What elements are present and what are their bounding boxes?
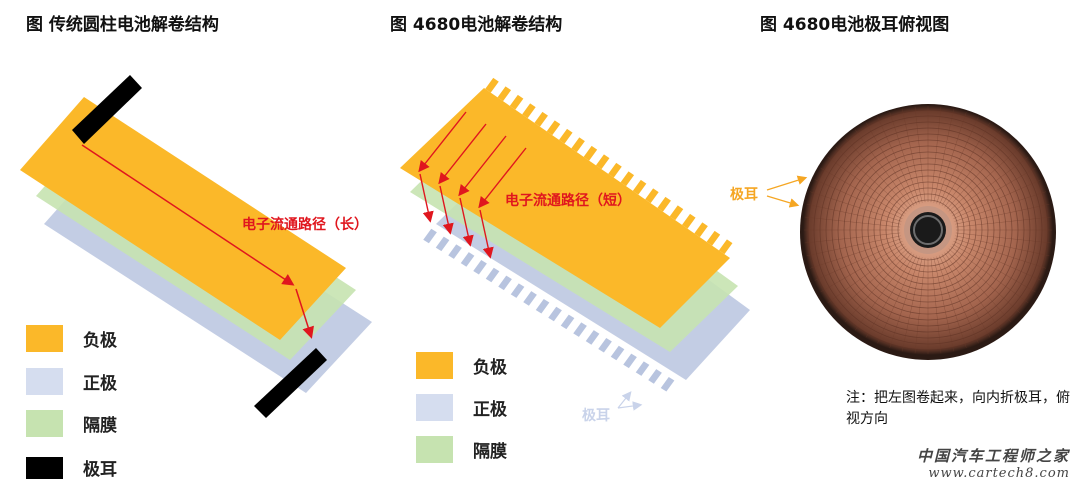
cathode-tab-tooth bbox=[423, 228, 437, 244]
tab-pointer-arrow bbox=[617, 391, 632, 409]
legend-item: 正极 bbox=[416, 394, 507, 421]
anode-tab-tooth bbox=[534, 111, 548, 127]
cathode-tab-tooth bbox=[635, 361, 650, 376]
left-figure-title: 图 传统圆柱电池解卷结构 bbox=[26, 15, 219, 35]
cathode-tab-tooth bbox=[435, 236, 450, 252]
4680-unrolled-diagram bbox=[400, 77, 808, 411]
anode-tab-tooth bbox=[485, 77, 499, 93]
anode-tab-teeth bbox=[485, 77, 733, 255]
legend-swatch bbox=[26, 368, 63, 395]
legend-label: 极耳 bbox=[83, 460, 117, 480]
cathode-tab-tooth bbox=[623, 353, 637, 369]
electron-path-arrow bbox=[81, 144, 295, 286]
anode-tab-tooth bbox=[559, 128, 573, 144]
tab-pointer-arrow bbox=[766, 175, 808, 191]
legend-swatch bbox=[416, 352, 453, 379]
cathode-tab-tooth bbox=[498, 275, 512, 291]
legend-item: 负极 bbox=[26, 325, 117, 352]
cathode-tab-tooth bbox=[510, 283, 525, 298]
electron-path-arrow bbox=[459, 197, 474, 247]
legend-swatch bbox=[26, 325, 63, 352]
legend-swatch bbox=[26, 410, 63, 437]
anode-tab-tooth bbox=[706, 230, 721, 246]
cathode-tab-tooth bbox=[460, 252, 475, 267]
anode-tab-tooth bbox=[583, 145, 598, 161]
legend-label: 隔膜 bbox=[473, 442, 507, 462]
anode-tab-tooth bbox=[571, 137, 585, 153]
tab-label-lower: 极耳 bbox=[582, 407, 610, 424]
legend-swatch bbox=[416, 394, 453, 421]
cathode-tab-tooth bbox=[598, 337, 612, 353]
cathode-tab-teeth bbox=[423, 228, 675, 392]
bottom-tab bbox=[254, 348, 327, 418]
watermark: 中国汽车工程师之家 www.cartech8.com bbox=[917, 445, 1070, 481]
cathode-tab-tooth bbox=[548, 306, 562, 322]
cathode-tab-tooth bbox=[585, 330, 600, 345]
anode-tab-tooth bbox=[694, 222, 708, 238]
cathode-tab-tooth bbox=[535, 298, 550, 314]
traditional-unrolled-diagram bbox=[20, 75, 372, 418]
anode-tab-tooth bbox=[632, 179, 647, 195]
legend-item: 正极 bbox=[26, 368, 117, 395]
cathode-tab-tooth bbox=[485, 267, 500, 283]
cathode-tab-tooth bbox=[660, 376, 675, 392]
anode-tab-tooth bbox=[509, 94, 524, 110]
4680-top-view-image bbox=[800, 104, 1056, 360]
anode-tab-tooth bbox=[645, 188, 659, 204]
electron-path-arrow bbox=[438, 123, 487, 185]
anode-sheet bbox=[400, 88, 730, 328]
anode-tab-tooth bbox=[657, 196, 671, 212]
tab-label-upper: 极耳 bbox=[730, 186, 758, 203]
electron-path-short-label: 电子流通路径（短） bbox=[505, 192, 631, 209]
right-figure-title: 图 4680电池极耳俯视图 bbox=[760, 15, 950, 35]
cathode-tab-tooth bbox=[648, 369, 662, 384]
electron-path-arrows bbox=[418, 111, 527, 259]
electron-path-arrow bbox=[478, 147, 527, 209]
tab-pointer-arrow bbox=[617, 401, 643, 411]
anode-tab-tooth bbox=[718, 239, 733, 255]
anode-tab-tooth bbox=[497, 86, 512, 102]
legend-swatch bbox=[416, 436, 453, 463]
electron-path-long-label: 电子流通路径（长） bbox=[242, 216, 368, 233]
anode-tab-tooth bbox=[522, 103, 536, 119]
cathode-tab-tooth bbox=[573, 322, 587, 337]
watermark-line1: 中国汽车工程师之家 bbox=[916, 447, 1070, 465]
legend-item: 负极 bbox=[416, 352, 507, 379]
electron-path-arrow bbox=[418, 111, 467, 173]
watermark-line2: www.cartech8.com bbox=[928, 466, 1070, 481]
electron-path-arrow bbox=[479, 209, 494, 259]
electron-path-arrow bbox=[458, 135, 507, 197]
electron-path-arrow bbox=[419, 173, 434, 223]
cathode-tab-tooth bbox=[523, 291, 537, 306]
anode-tab-tooth bbox=[595, 154, 610, 170]
cathode-tab-tooth bbox=[448, 244, 462, 259]
legend-item: 极耳 bbox=[26, 455, 117, 480]
cathode-tab-tooth bbox=[560, 314, 575, 330]
anode-tab-tooth bbox=[546, 120, 561, 136]
annotation-note: 注：把左图卷起来，向内折极耳，俯视方向 bbox=[846, 390, 1070, 427]
top-tab bbox=[72, 75, 142, 144]
electron-path-arrow bbox=[295, 288, 314, 339]
anode-tab-tooth bbox=[669, 205, 684, 221]
legend-label: 负极 bbox=[83, 331, 117, 351]
cathode-tab-tooth bbox=[610, 345, 625, 361]
anode-tab-tooth bbox=[620, 171, 635, 187]
legend-item: 隔膜 bbox=[416, 436, 507, 463]
cathode-tab-tooth bbox=[473, 259, 487, 275]
anode-tab-tooth bbox=[608, 162, 622, 178]
legend-item: 隔膜 bbox=[26, 410, 117, 437]
anode-tab-tooth bbox=[682, 213, 696, 229]
legend-label: 负极 bbox=[473, 358, 507, 378]
legend-label: 正极 bbox=[83, 374, 117, 394]
legend-label: 隔膜 bbox=[83, 416, 117, 436]
tab-pointer-arrow bbox=[766, 195, 800, 208]
legend-swatch bbox=[26, 456, 63, 479]
electron-path-arrow bbox=[439, 185, 454, 235]
middle-figure-title: 图 4680电池解卷结构 bbox=[390, 15, 563, 35]
legend-label: 正极 bbox=[473, 400, 507, 420]
